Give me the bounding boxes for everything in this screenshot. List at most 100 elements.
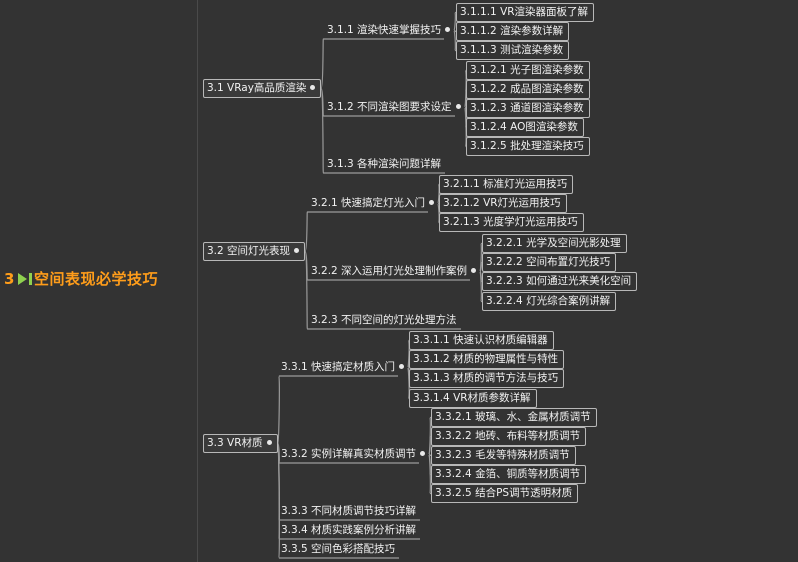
expand-dot-icon[interactable] bbox=[445, 27, 451, 32]
section-node[interactable]: 3.1 VRay高品质渲染 bbox=[203, 79, 322, 98]
leaf-node[interactable]: 3.3.2.3 毛发等特殊材质调节 bbox=[431, 446, 576, 465]
node-label: 3.3.3 不同材质调节技巧详解 bbox=[281, 505, 417, 517]
expand-dot-icon[interactable] bbox=[429, 200, 435, 205]
flag-pole-icon bbox=[28, 273, 32, 285]
expand-dot-icon[interactable] bbox=[471, 268, 477, 273]
leaf-node[interactable]: 3.2.1.2 VR灯光运用技巧 bbox=[439, 194, 567, 213]
node-label: 3.2.2.2 空间布置灯光技巧 bbox=[486, 256, 611, 268]
leaf-node[interactable]: 3.2.2.1 光学及空间光影处理 bbox=[482, 234, 627, 253]
leaf-node[interactable]: 3.1.2.1 光子图渲染参数 bbox=[466, 61, 590, 80]
node-label: 3.3 VR材质 bbox=[207, 437, 263, 449]
node-label: 3.3.1.4 VR材质参数详解 bbox=[413, 392, 531, 404]
leaf-node[interactable]: 3.2.2.3 如何通过光来美化空间 bbox=[482, 272, 638, 291]
leaf-node[interactable]: 3.2.1.1 标准灯光运用技巧 bbox=[439, 175, 574, 194]
node-label: 3.3.1.3 材质的调节方法与技巧 bbox=[413, 372, 559, 384]
node-label: 3.2.1.3 光度学灯光运用技巧 bbox=[443, 216, 578, 228]
leaf-node[interactable]: 3.1.2.4 AO图渲染参数 bbox=[466, 118, 584, 137]
branch-line bbox=[320, 87, 326, 174]
node-label: 3.1.2 不同渲染图要求设定 bbox=[327, 101, 452, 113]
node-label: 3.1.2.4 AO图渲染参数 bbox=[470, 121, 578, 133]
root-title: 空间表现必学技巧 bbox=[33, 270, 158, 288]
subsection-node[interactable]: 3.2.2 深入运用灯光处理制作案例 bbox=[308, 263, 480, 280]
subsection-node[interactable]: 3.3.5 空间色彩搭配技巧 bbox=[278, 541, 399, 558]
leaf-node[interactable]: 3.1.1.3 测试渲染参数 bbox=[456, 41, 570, 60]
leaf-node[interactable]: 3.2.1.3 光度学灯光运用技巧 bbox=[439, 213, 584, 232]
node-label: 3.3.2.5 结合PS调节透明材质 bbox=[435, 487, 573, 499]
leaf-node[interactable]: 3.1.2.5 批处理渲染技巧 bbox=[466, 137, 590, 156]
node-label: 3.2 空间灯光表现 bbox=[207, 245, 291, 257]
panel-divider bbox=[197, 0, 198, 562]
node-label: 3.2.2 深入运用灯光处理制作案例 bbox=[311, 265, 468, 277]
node-label: 3.2.1 快速搞定灯光入门 bbox=[311, 197, 426, 209]
node-label: 3.1.1.1 VR渲染器面板了解 bbox=[460, 6, 589, 18]
node-label: 3.3.2.2 地砖、布料等材质调节 bbox=[435, 430, 581, 442]
expand-dot-icon[interactable] bbox=[294, 248, 300, 253]
leaf-node[interactable]: 3.3.1.1 快速认识材质编辑器 bbox=[409, 331, 554, 350]
expand-dot-icon[interactable] bbox=[455, 104, 461, 109]
subsection-node[interactable]: 3.2.3 不同空间的灯光处理方法 bbox=[308, 312, 461, 329]
leaf-branch-line bbox=[453, 11, 456, 32]
leaf-node[interactable]: 3.3.1.3 材质的调节方法与技巧 bbox=[409, 369, 565, 388]
node-label: 3.3.4 材质实践案例分析讲解 bbox=[281, 524, 417, 536]
leaf-branch-line bbox=[428, 453, 431, 495]
subsection-node[interactable]: 3.3.1 快速搞定材质入门 bbox=[278, 359, 408, 376]
section-node[interactable]: 3.2 空间灯光表现 bbox=[203, 242, 306, 261]
node-label: 3.3.1.2 材质的物理属性与特性 bbox=[413, 353, 559, 365]
leaf-node[interactable]: 3.1.2.2 成品图渲染参数 bbox=[466, 80, 590, 99]
expand-dot-icon[interactable] bbox=[399, 364, 405, 369]
node-label: 3.1.1.2 渲染参数详解 bbox=[460, 25, 564, 37]
leaf-node[interactable]: 3.1.1.1 VR渲染器面板了解 bbox=[456, 3, 595, 22]
leaf-node[interactable]: 3.2.2.4 灯光综合案例讲解 bbox=[482, 292, 617, 311]
expand-dot-icon[interactable] bbox=[310, 85, 316, 90]
leaf-node[interactable]: 3.3.2.4 金箔、铜质等材质调节 bbox=[431, 465, 587, 484]
node-label: 3.1.2.1 光子图渲染参数 bbox=[470, 64, 584, 76]
branch-line bbox=[277, 442, 280, 559]
leaf-node[interactable]: 3.2.2.2 空间布置灯光技巧 bbox=[482, 253, 617, 272]
leaf-node[interactable]: 3.1.2.3 通道图渲染参数 bbox=[466, 99, 590, 118]
node-label: 3.3.2.3 毛发等特殊材质调节 bbox=[435, 449, 570, 461]
node-label: 3.2.2.3 如何通过光来美化空间 bbox=[486, 275, 632, 287]
node-label: 3.1.2.5 批处理渲染技巧 bbox=[470, 140, 584, 152]
node-label: 3.3.1 快速搞定材质入门 bbox=[281, 361, 396, 373]
node-label: 3.1.2.2 成品图渲染参数 bbox=[470, 83, 584, 95]
node-label: 3.1 VRay高品质渲染 bbox=[207, 82, 307, 94]
leaf-node[interactable]: 3.3.2.1 玻璃、水、金属材质调节 bbox=[431, 408, 597, 427]
leaf-node[interactable]: 3.1.1.2 渲染参数详解 bbox=[456, 22, 570, 41]
subsection-node[interactable]: 3.2.1 快速搞定灯光入门 bbox=[308, 195, 438, 212]
subsection-node[interactable]: 3.3.4 材质实践案例分析讲解 bbox=[278, 522, 420, 539]
node-label: 3.1.1 渲染快速掌握技巧 bbox=[327, 24, 442, 36]
section-node[interactable]: 3.3 VR材质 bbox=[203, 434, 278, 453]
subsection-node[interactable]: 3.3.3 不同材质调节技巧详解 bbox=[278, 503, 420, 520]
leaf-node[interactable]: 3.3.1.4 VR材质参数详解 bbox=[409, 389, 537, 408]
branch-line bbox=[277, 375, 280, 445]
leaf-node[interactable]: 3.3.2.5 结合PS调节透明材质 bbox=[431, 484, 579, 503]
branch-line bbox=[320, 38, 326, 90]
node-label: 3.3.2.1 玻璃、水、金属材质调节 bbox=[435, 411, 591, 423]
branch-line bbox=[304, 250, 310, 330]
flag-icon bbox=[17, 273, 27, 285]
node-label: 3.3.1.1 快速认识材质编辑器 bbox=[413, 334, 548, 346]
node-label: 3.1.1.3 测试渲染参数 bbox=[460, 44, 564, 56]
node-label: 3.3.2.4 金箔、铜质等材质调节 bbox=[435, 468, 581, 480]
subsection-node[interactable]: 3.3.2 实例详解真实材质调节 bbox=[278, 446, 429, 463]
root-number: 3 bbox=[4, 270, 15, 288]
leaf-branch-line bbox=[479, 270, 482, 303]
node-label: 3.2.2.4 灯光综合案例讲解 bbox=[486, 295, 611, 307]
node-label: 3.3.2 实例详解真实材质调节 bbox=[281, 448, 417, 460]
expand-dot-icon[interactable] bbox=[420, 451, 426, 456]
leaf-node[interactable]: 3.3.1.2 材质的物理属性与特性 bbox=[409, 350, 565, 369]
subsection-node[interactable]: 3.1.1 渲染快速掌握技巧 bbox=[324, 22, 454, 39]
node-label: 3.2.1.2 VR灯光运用技巧 bbox=[443, 197, 561, 209]
subsection-node[interactable]: 3.1.3 各种渲染问题详解 bbox=[324, 156, 445, 173]
leaf-node[interactable]: 3.3.2.2 地砖、布料等材质调节 bbox=[431, 427, 587, 446]
root-topic[interactable]: 3 空间表现必学技巧 bbox=[4, 268, 158, 289]
branch-line bbox=[304, 211, 310, 253]
expand-dot-icon[interactable] bbox=[266, 440, 272, 445]
node-label: 3.1.2.3 通道图渲染参数 bbox=[470, 102, 584, 114]
node-label: 3.2.2.1 光学及空间光影处理 bbox=[486, 237, 621, 249]
node-label: 3.3.5 空间色彩搭配技巧 bbox=[281, 543, 396, 555]
subsection-node[interactable]: 3.1.2 不同渲染图要求设定 bbox=[324, 99, 465, 116]
leaf-branch-line bbox=[428, 435, 431, 456]
